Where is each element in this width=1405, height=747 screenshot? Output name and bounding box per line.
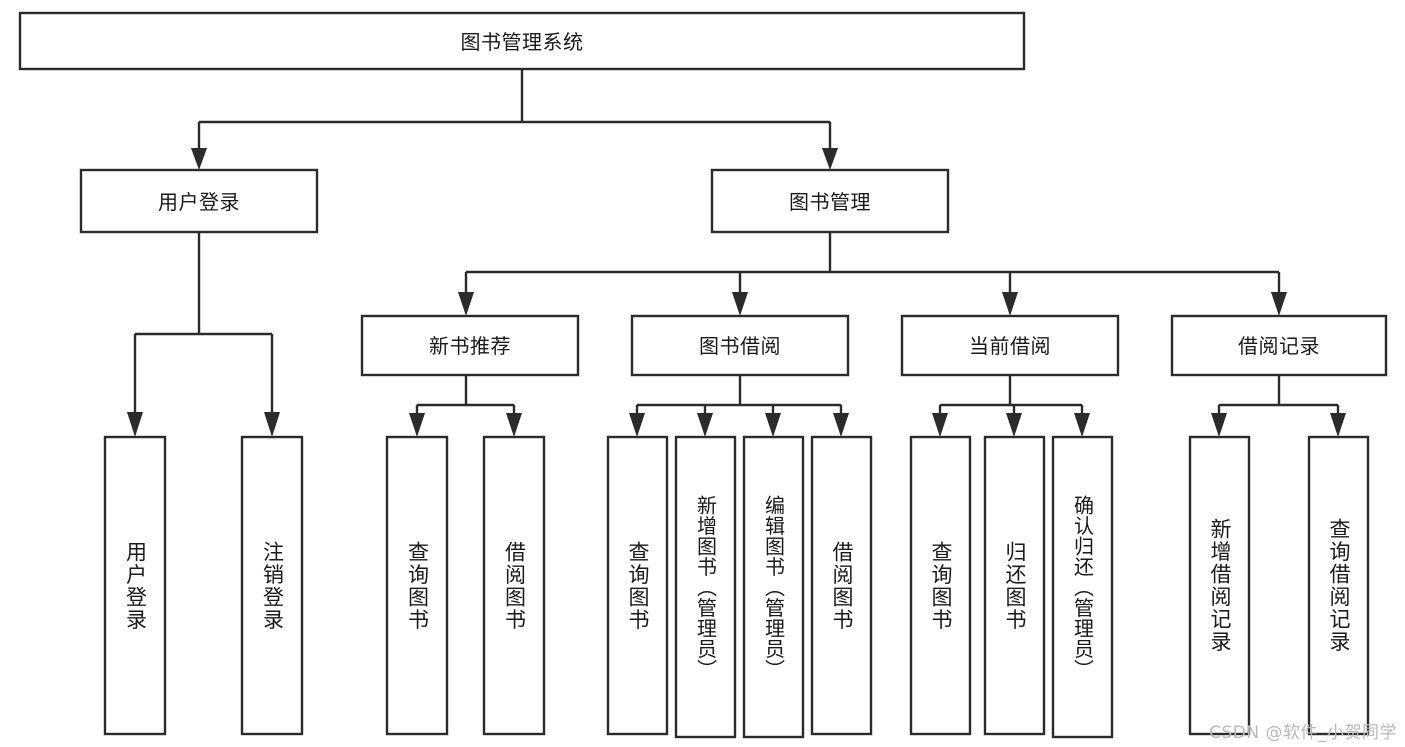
leaf-box-add-record[interactable]	[1188, 435, 1251, 736]
node-new-book-rec-label: 新书推荐	[429, 334, 511, 358]
leaf-box-query-book-rec[interactable]	[385, 435, 449, 736]
leaf-box-borrow-book[interactable]	[810, 435, 873, 736]
leaf-box-return-book[interactable]	[983, 435, 1046, 736]
leaf-box-confirm-return[interactable]	[1051, 435, 1114, 739]
connector-root-to-level2	[191, 69, 838, 170]
connector-currentborrow-to-leaves	[932, 375, 1090, 437]
arrow-head-icon	[127, 412, 143, 437]
arrow-head-icon	[409, 413, 425, 437]
node-book-borrow-label: 图书借阅	[699, 334, 781, 358]
node-root-label: 图书管理系统	[461, 30, 584, 54]
arrow-head-icon	[1002, 292, 1018, 316]
node-user-login-label: 用户登录	[158, 190, 240, 214]
node-root-box[interactable]	[18, 11, 1026, 71]
arrow-head-icon	[822, 148, 838, 170]
arrow-head-icon	[1074, 413, 1090, 437]
leaf-box-logout-login[interactable]	[240, 435, 304, 736]
node-book-manage-box[interactable]	[710, 168, 950, 234]
connector-bookmanage-to-level3	[458, 232, 1287, 316]
node-borrow-record-label: 借阅记录	[1238, 334, 1320, 358]
arrow-head-icon	[458, 292, 474, 316]
node-book-borrow-box[interactable]	[630, 314, 850, 377]
node-current-borrow-box[interactable]	[900, 314, 1120, 377]
node-current-borrow[interactable]: 当前借阅	[900, 314, 1120, 377]
arrow-head-icon	[697, 413, 713, 437]
arrow-head-icon	[732, 292, 748, 316]
node-user-login[interactable]: 用户登录	[79, 168, 319, 234]
node-book-manage-label: 图书管理	[789, 190, 871, 214]
arrow-head-icon	[264, 412, 280, 437]
arrow-head-icon	[932, 413, 948, 437]
node-root[interactable]: 图书管理系统	[18, 11, 1026, 71]
leaf-box-query-book-borrow[interactable]	[606, 435, 669, 736]
node-current-borrow-label: 当前借阅	[969, 334, 1051, 358]
leaf-box-user-login[interactable]	[103, 435, 167, 736]
arrow-head-icon	[1271, 292, 1287, 316]
arrow-head-icon	[833, 413, 849, 437]
arrow-head-icon	[1006, 413, 1022, 437]
node-new-book-rec-box[interactable]	[360, 314, 580, 377]
connector-userlogin-to-leaves	[127, 232, 280, 437]
node-borrow-record-box[interactable]	[1170, 314, 1388, 377]
arrow-head-icon	[1211, 413, 1227, 437]
leaf-box-query-record[interactable]	[1307, 435, 1370, 736]
node-book-borrow[interactable]: 图书借阅	[630, 314, 850, 377]
node-borrow-record[interactable]: 借阅记录	[1170, 314, 1388, 377]
connector-newbookrec-to-leaves	[409, 375, 522, 437]
connector-borrowrecord-to-leaves	[1211, 375, 1346, 437]
leaf-box-query-book-current[interactable]	[909, 435, 972, 736]
node-user-login-box[interactable]	[79, 168, 319, 234]
watermark-text: CSDN @软件_小贺同学	[1209, 723, 1397, 743]
arrow-head-icon	[1330, 413, 1346, 437]
leaf-boxes	[103, 435, 1370, 739]
leaf-box-add-book[interactable]	[674, 435, 737, 739]
connector-bookborrow-to-leaves	[629, 375, 849, 437]
arrow-head-icon	[629, 413, 645, 437]
leaf-box-borrow-book-rec[interactable]	[482, 435, 546, 736]
arrow-head-icon	[191, 148, 207, 170]
arrow-head-icon	[765, 413, 781, 437]
leaf-box-edit-book[interactable]	[742, 435, 805, 739]
node-new-book-rec[interactable]: 新书推荐	[360, 314, 580, 377]
arrow-head-icon	[506, 413, 522, 437]
node-book-manage[interactable]: 图书管理	[710, 168, 950, 234]
